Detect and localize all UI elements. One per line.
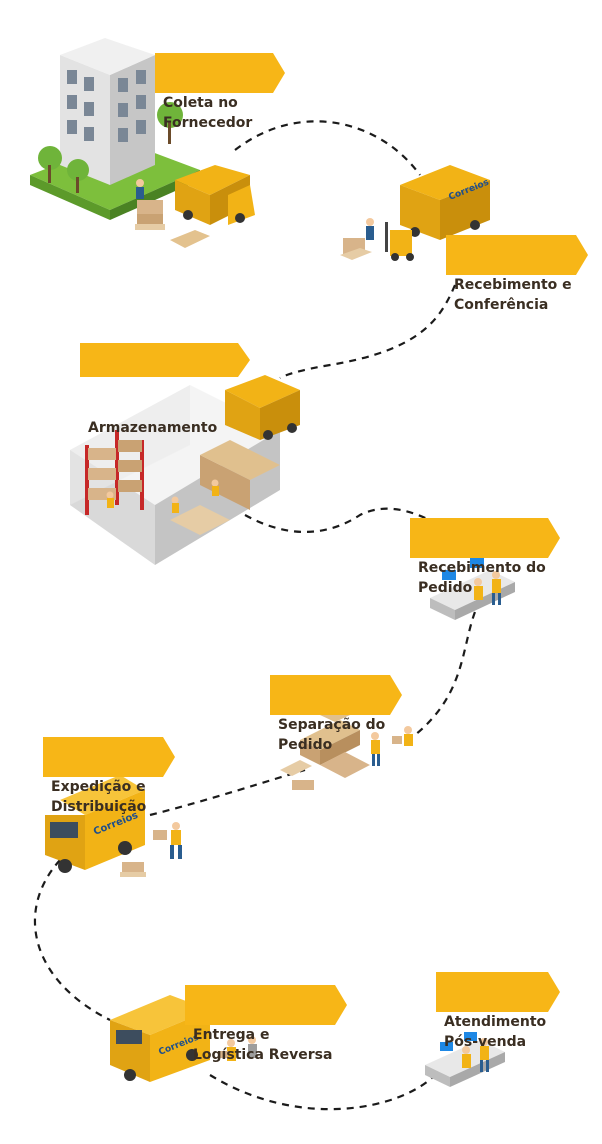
step-label-separacao: Separação do Pedido [270,675,390,753]
warehouse-icon [70,375,300,565]
step-label-recebimento-pedido: Recebimento do Pedido [410,518,548,596]
step-label-text: Expedição e Distribuição [51,779,147,815]
step-label-atendimento: Atendimento Pós-venda [436,972,548,1050]
step-label-text: Recebimento e Conferência [454,277,572,313]
step-label-text: Separação do Pedido [278,717,386,753]
step-label-text: Recebimento do Pedido [418,560,546,596]
step-label-recebimento: Recebimento e Conferência [446,235,576,313]
flow-path [33,120,481,1111]
step-label-entrega: Entrega e Logística Reversa [185,985,335,1063]
support-desk-icon [425,1032,505,1087]
boxes-workers-icon [280,700,413,790]
step-label-text: Armazenamento [88,420,218,436]
step-label-text: Entrega e Logística Reversa [193,1027,333,1063]
office-desk-icon [430,558,515,620]
delivery-truck-icon: Correios [45,775,182,877]
step-label-armazenamento: Armazenamento [80,343,238,436]
step-label-text: Atendimento Pós-venda [444,1014,547,1050]
van-delivery-icon: Correios [110,995,257,1082]
building-truck-icon [30,38,255,248]
step-label-coleta: Coleta no Fornecedor [155,53,273,131]
step-label-expedicao: Expedição e Distribuição [43,737,163,815]
step-label-text: Coleta no Fornecedor [163,95,253,131]
truck-forklift-icon: Correios [340,165,490,261]
